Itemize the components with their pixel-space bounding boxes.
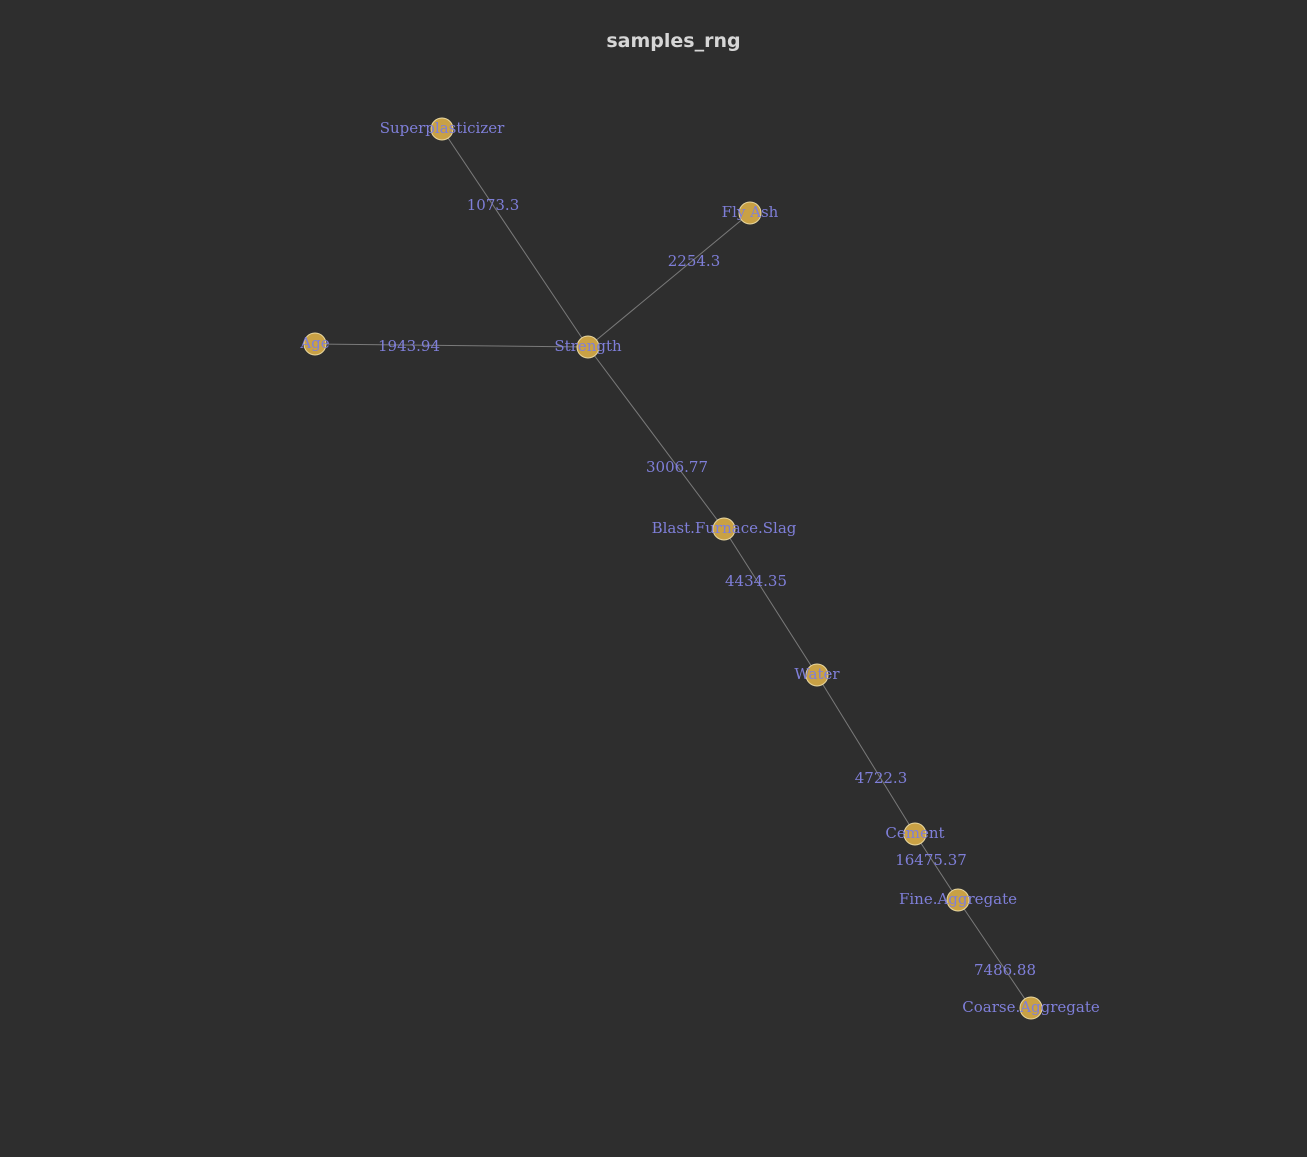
node-label-age: Age [299, 334, 329, 352]
edges-layer [314, 128, 1032, 1009]
edge-strength-blast-furnace-slag [587, 346, 725, 530]
edge-label: 1073.3 [467, 196, 520, 214]
edge-label: 7486.88 [974, 961, 1036, 979]
nodes-layer [303, 117, 1043, 1020]
node-coarse-aggregate[interactable] [1019, 996, 1043, 1020]
edge-fine-aggregate-coarse-aggregate [957, 899, 1032, 1009]
node-water[interactable] [805, 663, 829, 687]
labels-layer: 1073.3 2254.3 1943.94 3006.77 4434.35 4722.3 1… [299, 119, 1100, 1016]
node-superplasticizer[interactable] [430, 117, 454, 141]
node-cement[interactable] [903, 822, 927, 846]
node-label-water: Water [794, 665, 840, 683]
edge-label: 16475.37 [895, 851, 967, 869]
node-fly-ash[interactable] [738, 201, 762, 225]
node-label-fine-aggregate: Fine.Aggregate [899, 890, 1017, 908]
edge-label: 4722.3 [855, 769, 908, 787]
node-label-coarse-aggregate: Coarse.Aggregate [962, 998, 1100, 1016]
node-age[interactable] [303, 332, 327, 356]
node-label-strength: Strength [554, 337, 622, 355]
edge-label: 1943.94 [378, 337, 440, 355]
edge-label: 4434.35 [725, 572, 787, 590]
node-label-cement: Cement [885, 824, 944, 842]
node-blast-furnace-slag[interactable] [712, 517, 736, 541]
edge-water-cement [816, 674, 916, 835]
edge-fly-ash-strength [587, 212, 751, 348]
edge-age-strength [314, 343, 589, 348]
edge-blast-furnace-slag-water [723, 528, 818, 676]
edge-label: 2254.3 [668, 252, 721, 270]
edge-superplasticizer-strength [441, 128, 589, 348]
node-fine-aggregate[interactable] [946, 888, 970, 912]
node-label-superplasticizer: Superplasticizer [380, 119, 505, 137]
node-label-fly-ash: Fly Ash [722, 203, 779, 221]
edge-label: 3006.77 [646, 458, 708, 476]
graph-title: samples_rng [606, 30, 741, 52]
node-strength[interactable] [576, 335, 600, 359]
edge-cement-fine-aggregate [914, 833, 959, 901]
node-label-blast-furnace-slag: Blast.Furnace.Slag [652, 519, 797, 537]
